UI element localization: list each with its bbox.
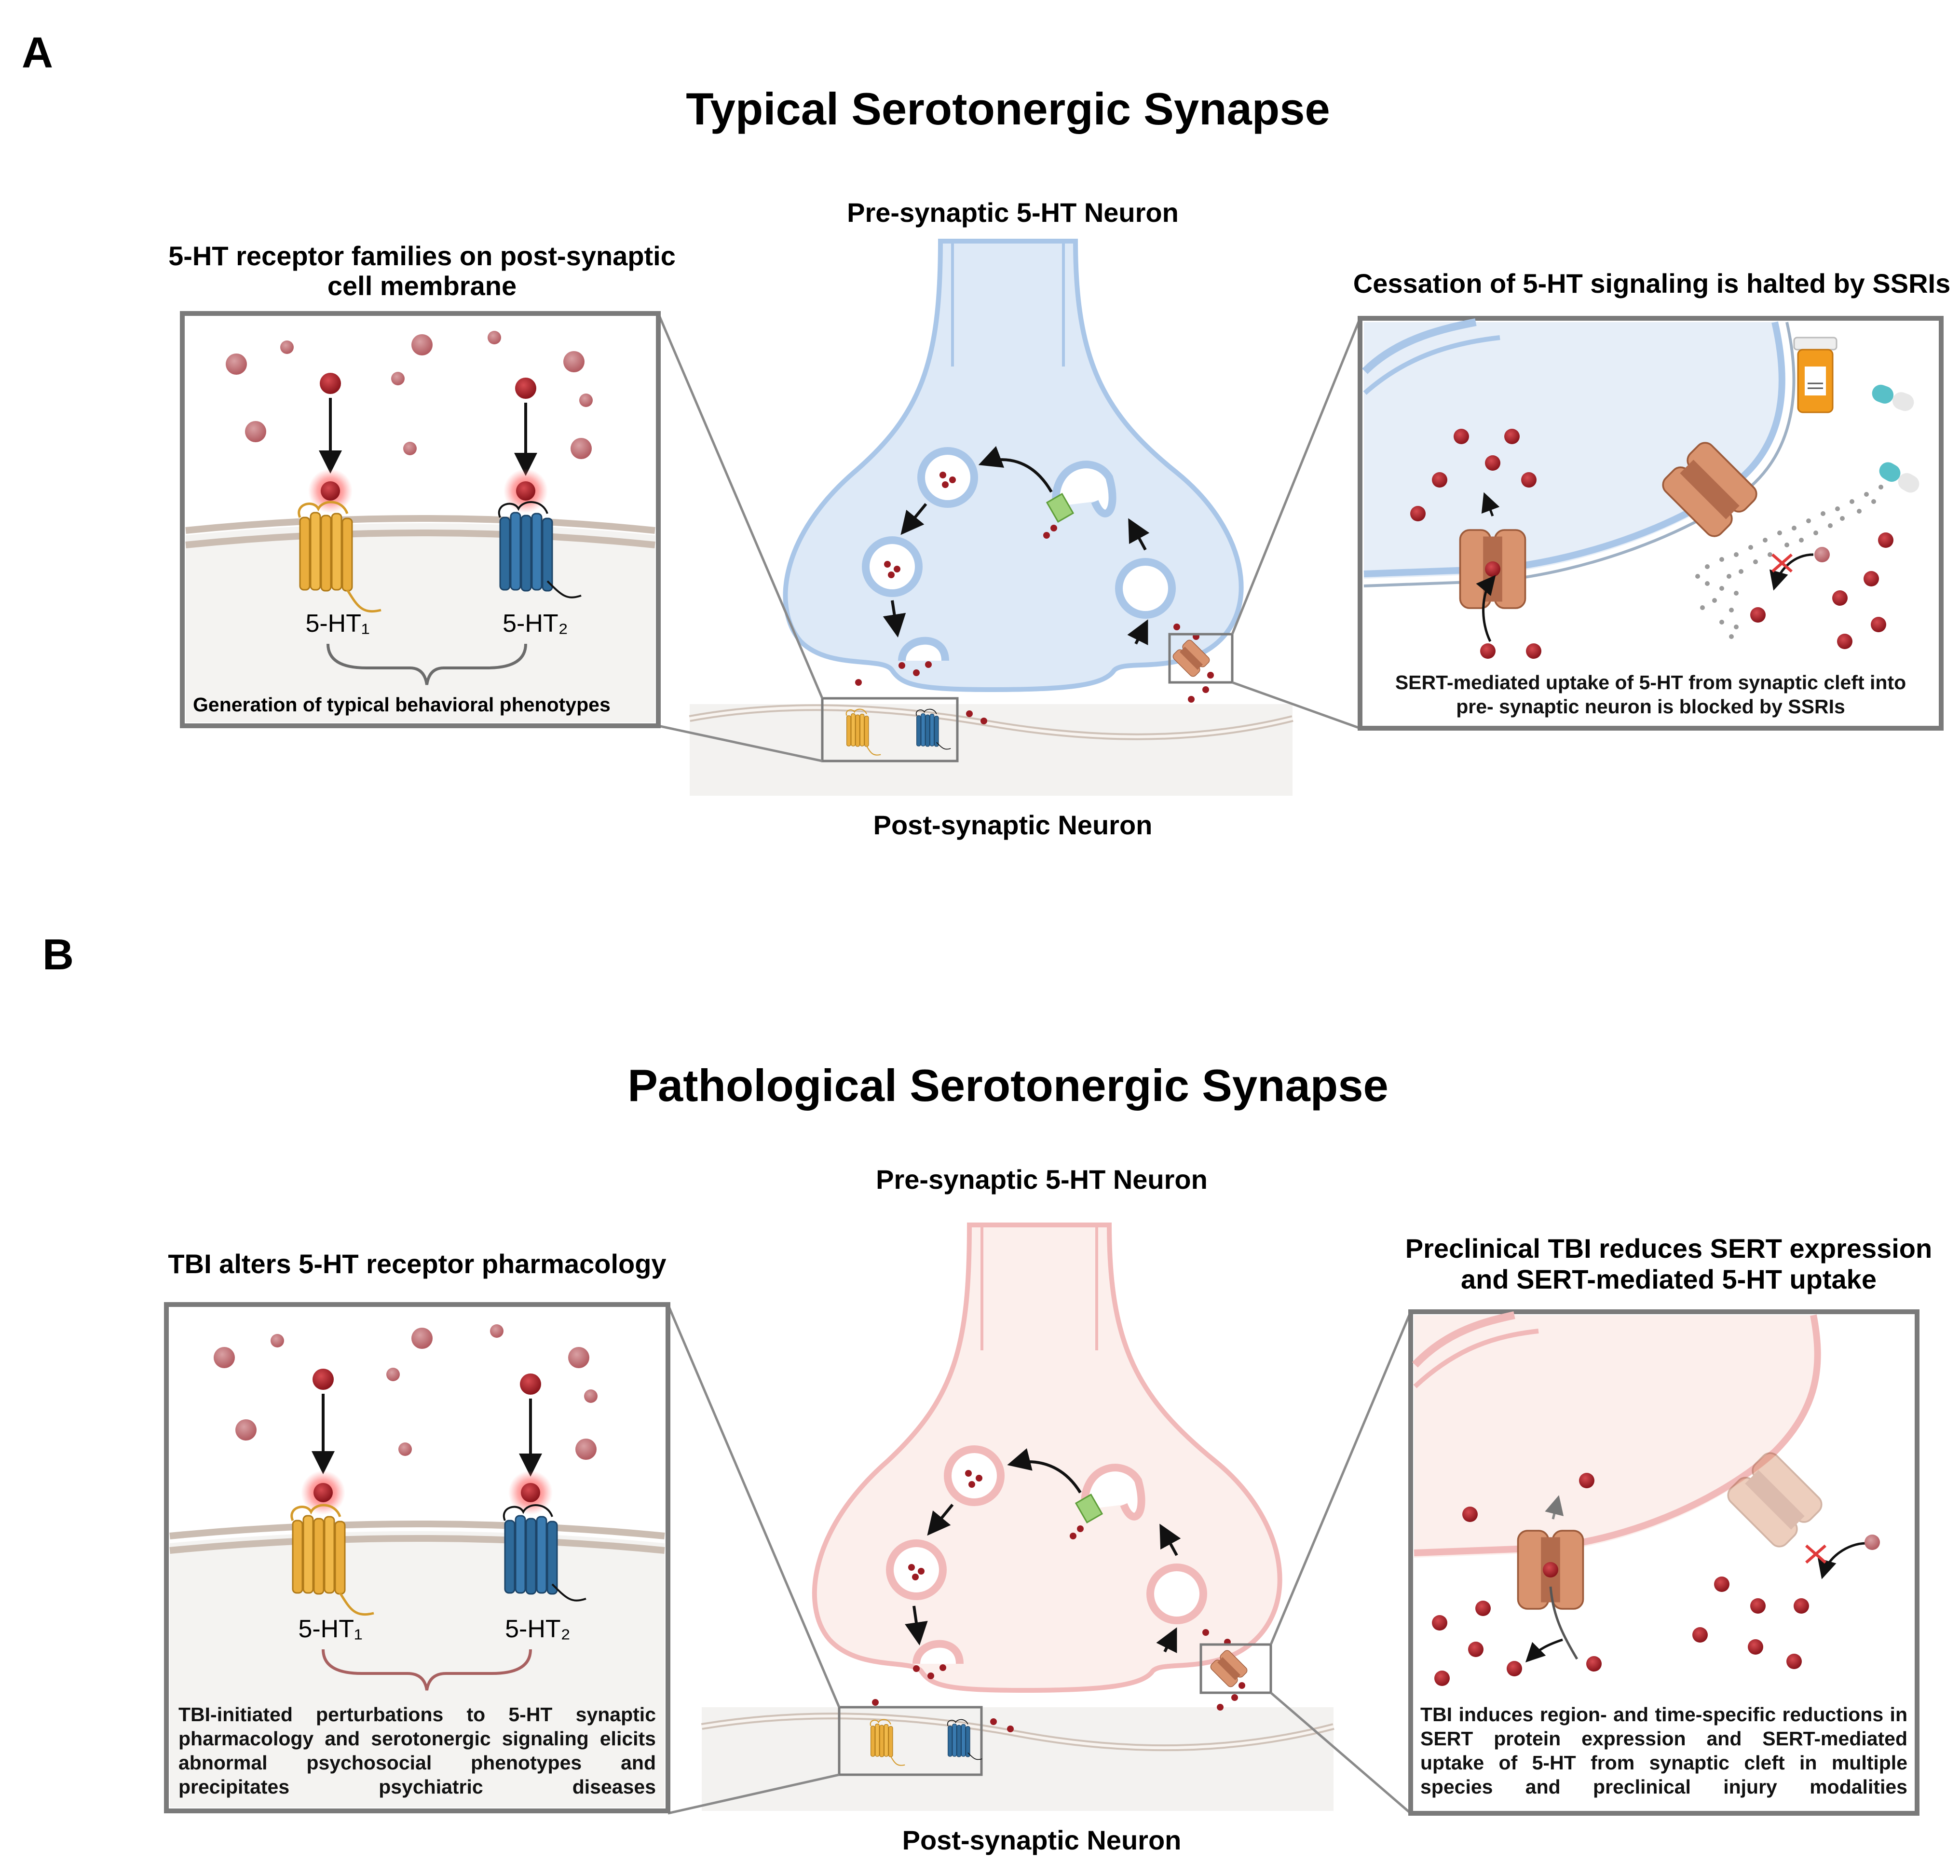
panel-a-left-inset: 5-HT receptor families on post-synaptic … xyxy=(168,241,676,728)
panel-b-left-inset: TBI alters 5-HT receptor pharmacology 5-… xyxy=(164,1249,670,1813)
panel-b-left-heading: TBI alters 5-HT receptor pharmacology xyxy=(168,1249,666,1279)
panel-a-presynaptic-terminal xyxy=(783,239,1244,693)
panel-a-right-inset: Cessation of 5-HT signaling is halted by… xyxy=(1353,268,1950,731)
panel-b-receptor1-label: 5-HT₁ xyxy=(298,1615,362,1643)
panel-b-title: Pathological Serotonergic Synapse xyxy=(627,1060,1388,1111)
panel-b-receptor2-label: 5-HT₂ xyxy=(505,1615,571,1643)
block-x-icon xyxy=(1771,553,1793,573)
panel-a-postsynaptic-label: Post-synaptic Neuron xyxy=(873,810,1153,840)
serotonin-molecule xyxy=(1410,429,1893,659)
panel-b-presynaptic-label: Pre-synaptic 5-HT Neuron xyxy=(876,1164,1208,1195)
panel-a-vesicles xyxy=(862,447,1176,619)
ssri-bottle-icon xyxy=(1793,337,1838,413)
panel-b-right-caption: TBI induces region- and time-specific re… xyxy=(1420,1703,1907,1798)
capsule-icon xyxy=(1872,384,1919,493)
panel-a-left-heading-line2: cell membrane xyxy=(327,271,517,301)
panel-a-right-caption: SERT-mediated uptake of 5-HT from synapt… xyxy=(1395,671,1906,718)
panel-b-right-inset: Preclinical TBI reduces SERT expression … xyxy=(1405,1233,1932,1816)
panel-b-synapse xyxy=(667,1223,1412,1815)
panel-a-synapse xyxy=(657,239,1361,796)
panel-a-receptor1-label: 5-HT₁ xyxy=(305,610,369,638)
panel-a-title: Typical Serotonergic Synapse xyxy=(686,83,1330,134)
panel-b-vesicles xyxy=(886,1445,1207,1624)
panel-b-right-heading-line2: and SERT-mediated 5-HT uptake xyxy=(1461,1264,1877,1294)
panel-a-right-heading: Cessation of 5-HT signaling is halted by… xyxy=(1353,268,1950,299)
serotonin-molecule xyxy=(1432,1473,1809,1686)
panel-letter-b: B xyxy=(42,931,74,979)
serotonin-molecule xyxy=(226,331,593,459)
panel-b-right-heading-line1: Preclinical TBI reduces SERT expression xyxy=(1405,1233,1932,1264)
panel-b-postsynaptic-label: Post-synaptic Neuron xyxy=(902,1825,1182,1855)
serotonin-molecule xyxy=(214,1324,598,1460)
panel-b-left-caption: TBI-initiated perturbations to 5-HT syna… xyxy=(178,1703,656,1798)
panel-a-presynaptic-label: Pre-synaptic 5-HT Neuron xyxy=(847,197,1179,228)
panel-a-receptor2-label: 5-HT₂ xyxy=(503,610,568,638)
panel-a-left-caption: Generation of typical behavioral phenoty… xyxy=(193,693,611,716)
panel-a-left-heading-line1: 5-HT receptor families on post-synaptic xyxy=(168,241,676,271)
panel-letter-a: A xyxy=(22,29,53,77)
